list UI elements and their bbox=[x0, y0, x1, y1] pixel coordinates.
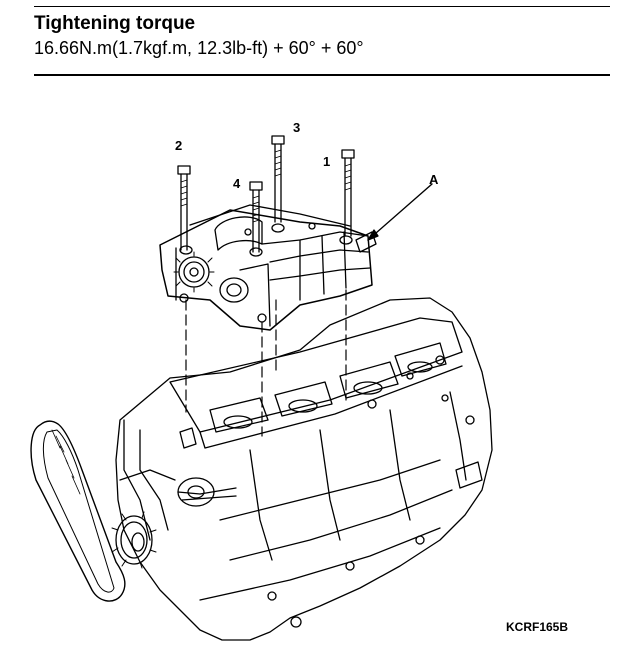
bolt-3 bbox=[271, 135, 285, 223]
bolt-4 bbox=[249, 181, 263, 253]
alignment-lines bbox=[185, 289, 347, 437]
header: Tightening torque 16.66N.m(1.7kgf.m, 12.… bbox=[34, 12, 610, 60]
figure-code: KCRF165B bbox=[506, 620, 569, 634]
callout-part-a: A bbox=[429, 172, 439, 187]
balance-shaft-module bbox=[159, 204, 377, 331]
callout-bolt-3: 3 bbox=[293, 120, 300, 135]
bolt-2 bbox=[177, 165, 191, 251]
callout-bolt-2: 2 bbox=[175, 138, 182, 153]
top-divider bbox=[34, 6, 610, 7]
page-title: Tightening torque bbox=[34, 13, 196, 34]
bolt-1 bbox=[341, 149, 355, 237]
torque-spec: 16.66N.m(1.7kgf.m, 12.3lb-ft) + 60° + 60… bbox=[34, 38, 364, 58]
callout-bolt-4: 4 bbox=[233, 176, 241, 191]
leader-arrow-a bbox=[367, 183, 433, 241]
timing-belt bbox=[30, 420, 126, 602]
header-divider bbox=[34, 74, 610, 76]
callout-bolt-1: 1 bbox=[323, 154, 330, 169]
engine-block bbox=[115, 297, 493, 641]
crank-sprocket bbox=[111, 511, 157, 569]
